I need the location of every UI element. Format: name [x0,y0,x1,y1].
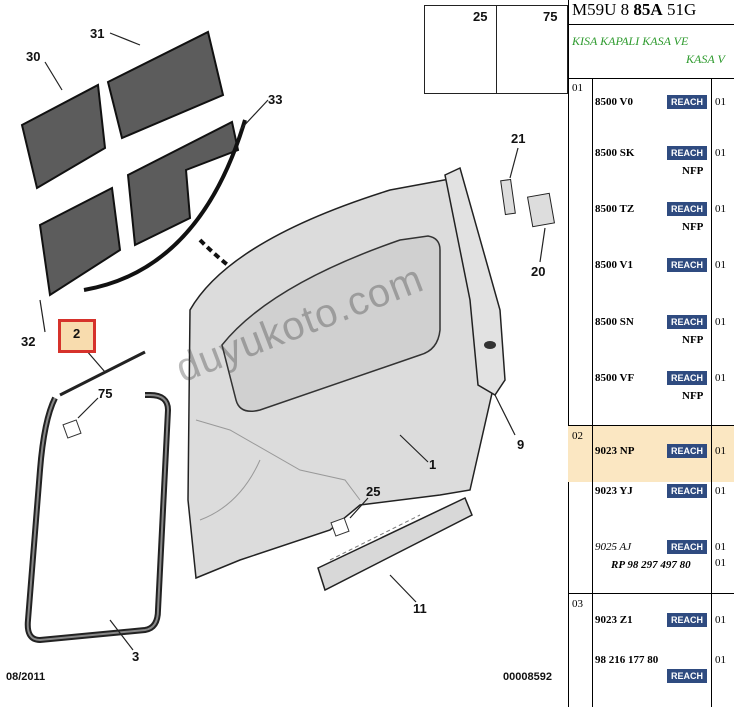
reach-badge: REACH [667,258,707,272]
insert-label-75[interactable]: 75 [543,9,558,24]
nfp-flag: NFP [682,334,704,346]
part-code[interactable]: 8500 V1 [595,259,633,271]
part-20 [526,192,556,228]
part-qty: 01 [715,541,726,553]
diagram-drawing [20,29,556,651]
callout-9[interactable]: 9 [517,437,525,452]
reach-badge: REACH [667,315,707,329]
part-qty: 01 [715,316,726,328]
part-qty: 01 [715,147,726,159]
part-21 [500,178,516,216]
reach-badge: REACH [667,540,707,554]
diagram-date: 08/2011 [6,671,46,683]
part-qty: 01 [715,203,726,215]
nfp-flag: NFP [682,221,704,233]
part-code[interactable]: 8500 VF [595,372,635,384]
part-code[interactable]: 98 216 177 80 [595,654,659,666]
part-qty: 01 [715,654,726,666]
callout-33[interactable]: 33 [268,92,283,107]
reach-badge: REACH [667,484,707,498]
selected-callout-highlight[interactable] [58,319,96,353]
callout-2[interactable]: 2 [73,326,81,341]
reach-badge: REACH [667,202,707,216]
insert-label-25[interactable]: 25 [473,9,488,24]
nfp-flag: NFP [682,165,704,177]
callout-31[interactable]: 31 [90,26,105,41]
part-qty: 01 [715,557,726,569]
model-code: M59U 8 85A 51G [572,0,697,19]
diagram-ref: 00008592 [503,671,552,683]
reach-badge: REACH [667,613,707,627]
model-desc-line2: KASA V [686,52,725,66]
callout-20[interactable]: 20 [531,264,546,279]
group-number: 02 [572,430,583,442]
door-seal-3-inner [26,394,170,642]
door-seal-3 [24,392,172,644]
pillar-9 [444,166,506,397]
glass-panel-31 [106,30,225,140]
callout-11[interactable]: 11 [413,601,427,616]
callout-32[interactable]: 32 [21,334,36,349]
part-qty: 01 [715,259,726,271]
callout-21[interactable]: 21 [511,131,526,146]
glass-panel-32a [38,186,122,297]
parts-list-panel: M59U 8 85A 51G KISA KAPALI KASA VE KASA … [568,0,734,707]
replacement-ref: RP 98 297 497 80 [611,559,691,571]
part-code[interactable]: 8500 SK [595,147,635,159]
callout-30[interactable]: 30 [26,49,41,64]
part-code[interactable]: 9023 YJ [595,485,633,497]
part-code[interactable]: 8500 V0 [595,96,633,108]
glass-panel-30 [20,83,107,190]
seal-strip-2 [59,350,146,397]
group-number: 01 [572,82,583,94]
seal-arc [83,119,247,292]
callout-75[interactable]: 75 [98,386,113,401]
part-code[interactable]: 8500 SN [595,316,634,328]
part-qty: 01 [715,372,726,384]
reach-badge: REACH [667,146,707,160]
window-recess [221,235,441,412]
reach-badge: REACH [667,669,707,683]
part-qty: 01 [715,96,726,108]
callout-3[interactable]: 3 [132,649,140,664]
parts-diagram: 31 30 33 21 20 32 2 75 9 1 25 11 3 25 75… [6,5,568,683]
nfp-flag: NFP [682,390,704,402]
molding-11 [317,496,473,592]
part-code[interactable]: 8500 TZ [595,203,635,215]
part-code[interactable]: 9023 NP [595,445,635,457]
part-qty: 01 [715,485,726,497]
part-code[interactable]: 9023 Z1 [595,614,633,626]
part-qty: 01 [715,445,726,457]
callout-25[interactable]: 25 [366,484,381,499]
model-desc-line1: KISA KAPALI KASA VE [572,34,689,48]
reach-badge: REACH [667,444,707,458]
reach-badge: REACH [667,371,707,385]
fastener-insert-box: 25 75 [424,5,568,94]
part-code[interactable]: 9025 AJ [595,541,632,553]
reach-badge: REACH [667,95,707,109]
callout-1[interactable]: 1 [429,457,437,472]
glass-panel-33 [126,120,240,247]
leader-lines [39,32,546,651]
group-number: 03 [572,598,583,610]
part-qty: 01 [715,614,726,626]
